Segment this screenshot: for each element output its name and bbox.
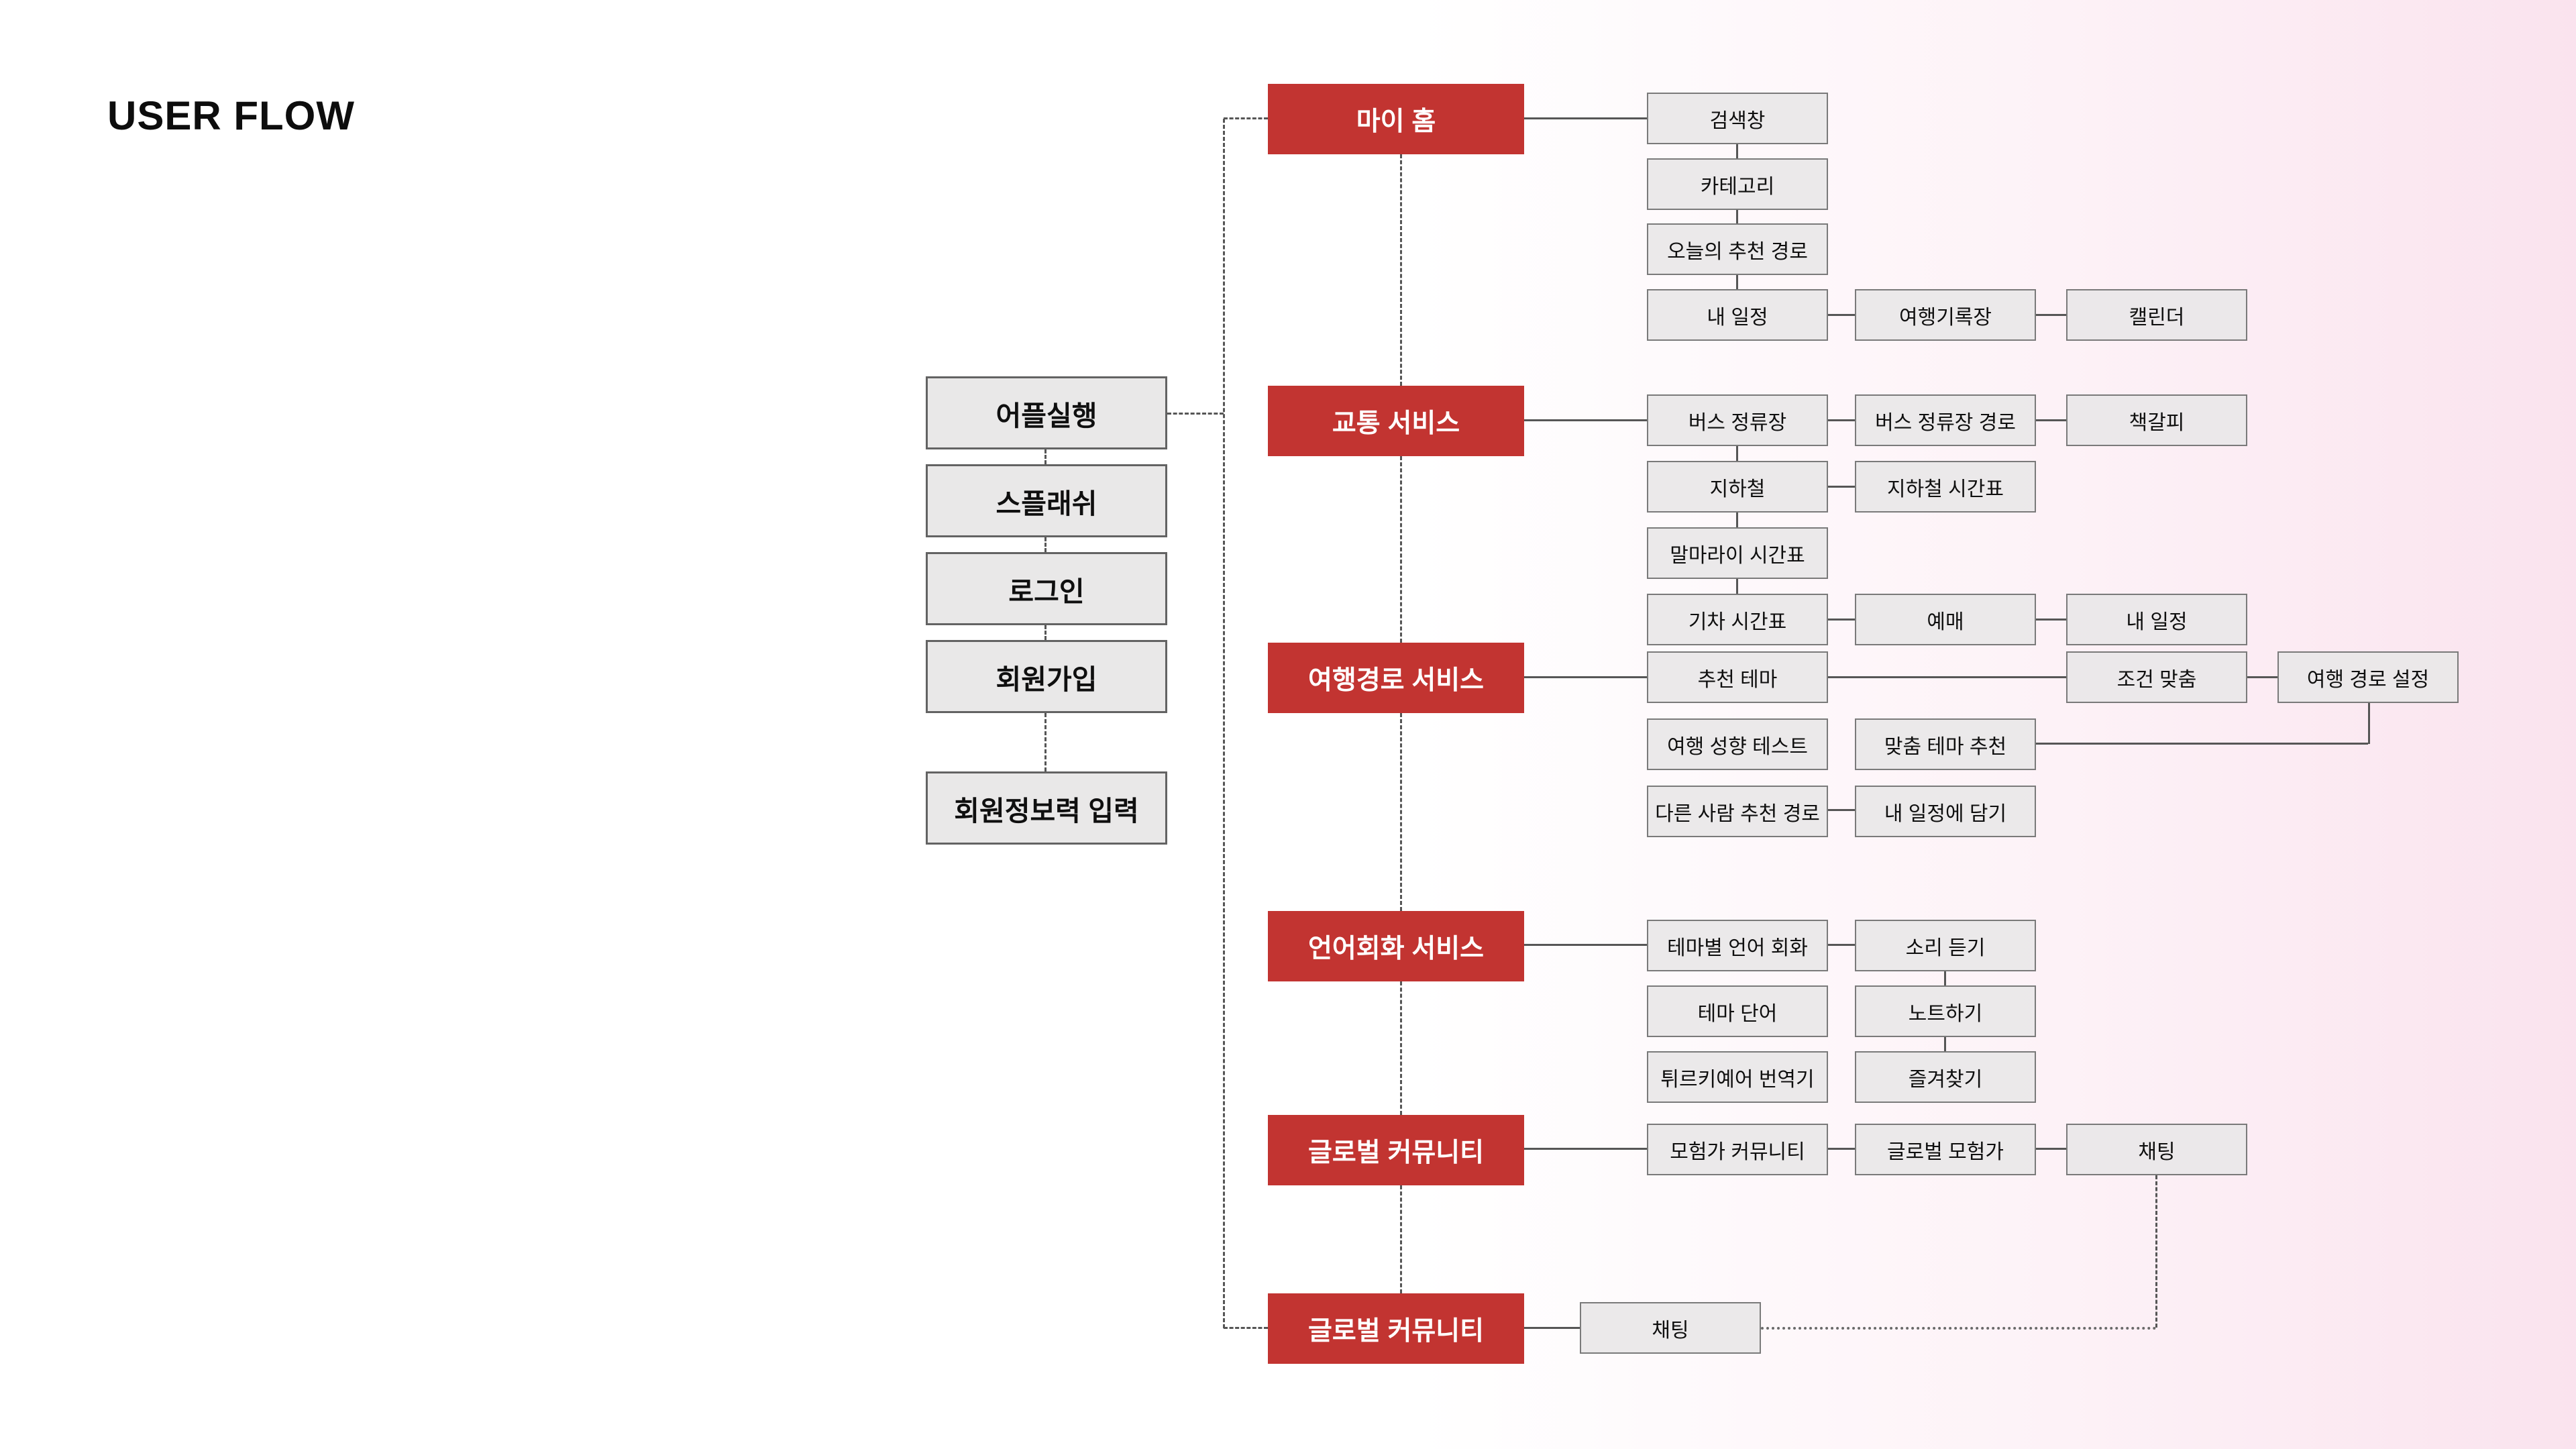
connector-global-chat xyxy=(2036,1148,2066,1150)
node-travel-preference-test: 여행 성향 테스트 xyxy=(1647,718,1828,770)
section-travel-route-service: 여행경로 서비스 xyxy=(1268,643,1524,713)
connector-language-themed xyxy=(1524,944,1647,946)
connector-busstop-route xyxy=(1828,419,1855,421)
connector-busstop-subway xyxy=(1736,446,1738,461)
connector-splash-login xyxy=(1044,537,1046,552)
connector-route-bookmark xyxy=(2036,419,2066,421)
node-global-adventurer: 글로벌 모험가 xyxy=(1855,1124,2036,1175)
node-subway: 지하철 xyxy=(1647,461,1828,513)
connector-left-trunk xyxy=(1223,119,1225,1328)
node-favorites: 즐겨찾기 xyxy=(1855,1051,2036,1103)
connector-applaunch-trunk xyxy=(1167,413,1224,415)
node-listen-sound: 소리 듣기 xyxy=(1855,920,2036,971)
connector-subway-timetable xyxy=(1828,486,1855,488)
node-calendar: 캘린더 xyxy=(2066,289,2247,341)
connector-custom-elbow-h xyxy=(2036,743,2368,745)
connector-marmaray-train xyxy=(1736,579,1738,594)
connector-schedule-logbook xyxy=(1828,314,1855,316)
section-global-community: 글로벌 커뮤니티 xyxy=(1268,1115,1524,1185)
connector-subway-marmaray xyxy=(1736,513,1738,527)
node-others-recommended-route: 다른 사람 추천 경로 xyxy=(1647,786,1828,837)
onboarding-box-member-info: 회원정보력 입력 xyxy=(926,771,1167,845)
node-chat: 채팅 xyxy=(2066,1124,2247,1175)
node-travel-route-setting: 여행 경로 설정 xyxy=(2277,651,2459,703)
connector-myhome-transport xyxy=(1400,154,1402,386)
node-bookmark: 책갈피 xyxy=(2066,394,2247,446)
node-marmaray-timetable: 말마라이 시간표 xyxy=(1647,527,1828,579)
node-add-to-my-schedule: 내 일정에 담기 xyxy=(1855,786,2036,837)
node-category: 카테고리 xyxy=(1647,158,1828,210)
connector-search-category xyxy=(1736,144,1738,158)
node-train-timetable: 기차 시간표 xyxy=(1647,594,1828,645)
onboarding-box-splash: 스플래쉬 xyxy=(926,464,1167,537)
section-transport-service: 교통 서비스 xyxy=(1268,386,1524,456)
connector-global-global2 xyxy=(1400,1185,1402,1293)
connector-global2-chat xyxy=(1524,1327,1580,1329)
connector-adventurer-global xyxy=(1828,1148,1855,1150)
connector-today-schedule xyxy=(1736,275,1738,289)
node-turkish-translator: 튀르키예어 번역기 xyxy=(1647,1051,1828,1103)
connector-theme-condition xyxy=(1828,676,2066,678)
connector-trunk-myhome xyxy=(1224,117,1268,119)
connector-chat2-chat xyxy=(1761,1327,2156,1330)
node-chat-bottom: 채팅 xyxy=(1580,1302,1761,1354)
onboarding-box-login: 로그인 xyxy=(926,552,1167,625)
node-take-notes: 노트하기 xyxy=(1855,985,2036,1037)
connector-chat-down xyxy=(2155,1175,2157,1328)
node-theme-words: 테마 단어 xyxy=(1647,985,1828,1037)
connector-transport-busstop xyxy=(1524,419,1647,421)
connector-login-signup xyxy=(1044,625,1046,640)
page-title: USER FLOW xyxy=(107,93,355,138)
connector-ticket-schedule xyxy=(2036,619,2066,621)
connector-notes-favorites xyxy=(1944,1037,1946,1051)
connector-trunk-global2 xyxy=(1224,1327,1268,1329)
section-global-community-2: 글로벌 커뮤니티 xyxy=(1268,1293,1524,1364)
onboarding-box-app-launch: 어플실행 xyxy=(926,376,1167,449)
connector-condition-setting xyxy=(2247,676,2277,678)
node-bus-stop-route: 버스 정류장 경로 xyxy=(1855,394,2036,446)
node-travel-logbook: 여행기록장 xyxy=(1855,289,2036,341)
onboarding-box-signup: 회원가입 xyxy=(926,640,1167,713)
connector-route-theme xyxy=(1524,676,1647,678)
connector-myhome-search xyxy=(1524,117,1647,119)
connector-transport-route xyxy=(1400,456,1402,643)
connector-route-language xyxy=(1400,713,1402,911)
node-my-schedule: 내 일정 xyxy=(1647,289,1828,341)
connector-others-addschedule xyxy=(1828,809,1855,811)
connector-train-ticket xyxy=(1828,619,1855,621)
node-custom-theme-recommendation: 맞춤 테마 추천 xyxy=(1855,718,2036,770)
connector-signup-memberinfo xyxy=(1044,713,1046,771)
connector-themed-listen xyxy=(1828,944,1855,946)
node-themed-language-conversation: 테마별 언어 회화 xyxy=(1647,920,1828,971)
connector-language-global xyxy=(1400,981,1402,1115)
node-today-recommended-route: 오늘의 추천 경로 xyxy=(1647,223,1828,275)
node-my-schedule-transport: 내 일정 xyxy=(2066,594,2247,645)
connector-applaunch-splash xyxy=(1044,449,1046,464)
node-search-bar: 검색창 xyxy=(1647,93,1828,144)
connector-category-today xyxy=(1736,210,1738,223)
node-ticket-booking: 예매 xyxy=(1855,594,2036,645)
node-subway-timetable: 지하철 시간표 xyxy=(1855,461,2036,513)
connector-setting-elbow-v xyxy=(2368,703,2370,744)
connector-listen-notes xyxy=(1944,971,1946,985)
node-bus-stop: 버스 정류장 xyxy=(1647,394,1828,446)
node-adventurer-community: 모험가 커뮤니티 xyxy=(1647,1124,1828,1175)
connector-global-adventurer xyxy=(1524,1148,1647,1150)
connector-logbook-calendar xyxy=(2036,314,2066,316)
node-condition-match: 조건 맞춤 xyxy=(2066,651,2247,703)
node-recommended-theme: 추천 테마 xyxy=(1647,651,1828,703)
section-language-service: 언어회화 서비스 xyxy=(1268,911,1524,981)
section-my-home: 마이 홈 xyxy=(1268,84,1524,154)
